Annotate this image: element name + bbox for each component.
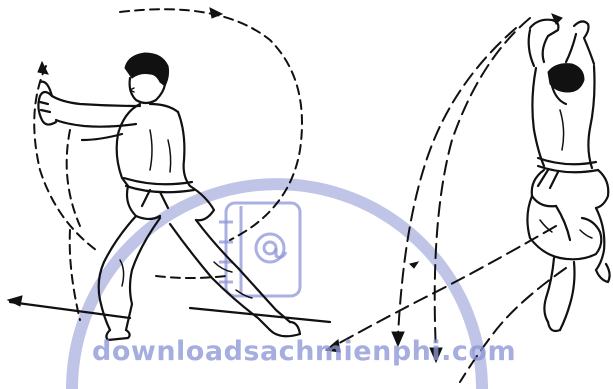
left-motion-paths (8, 8, 330, 322)
watermark-notebook-icon (219, 203, 300, 296)
watermark-text: downloadsachmienphi.com (92, 336, 442, 367)
right-figure-jump-kick (527, 20, 609, 331)
